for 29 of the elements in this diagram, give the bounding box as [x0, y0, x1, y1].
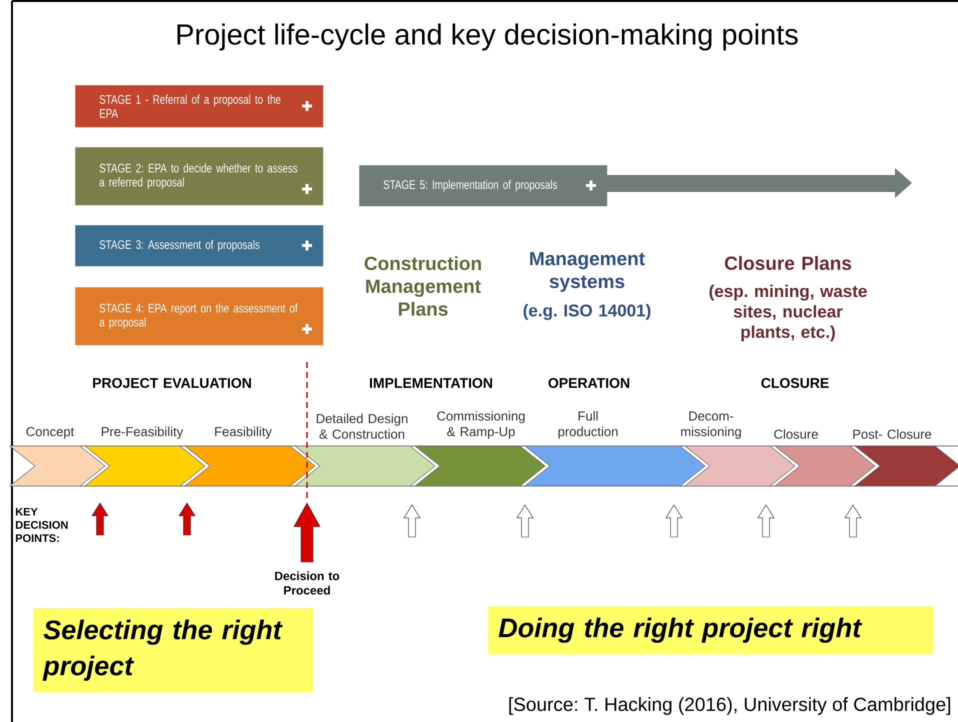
stage-label: Decom- missioning: [681, 412, 741, 439]
stage-label: Closure: [774, 429, 818, 439]
stage-box: STAGE 3: Assessment of proposals: [75, 225, 324, 266]
stage-label: Feasibility: [215, 426, 272, 439]
stage-box: STAGE 1 - Referral of a proposal to the EPA: [75, 85, 324, 128]
heading: Construction Management Plans: [364, 256, 481, 316]
stage-label: Pre-Feasibility: [102, 426, 184, 439]
heading: Management systems: [530, 252, 645, 292]
heading: Closure Plans: [724, 256, 852, 270]
stage-label: Full production: [558, 411, 618, 439]
phase-heading: OPERATION: [548, 378, 630, 388]
source-note: [Source: T. Hacking (2016), University of Cambridge]: [509, 697, 950, 715]
stage-label: Concept: [26, 427, 74, 439]
highlight-box: Doing the right project right: [488, 606, 934, 654]
stage-label: Post- Closure: [853, 429, 932, 439]
annotation: Decision to Proceed: [275, 571, 340, 595]
note: (e.g. ISO 14001): [524, 304, 650, 320]
phase-heading: PROJECT EVALUATION: [93, 378, 251, 388]
note: (esp. mining, waste sites, nuclear plants, etc.): [710, 284, 867, 342]
title: Project life-cycle and key decision-making points: [178, 23, 798, 51]
stage-box: STAGE 5: Implementation of proposals: [359, 165, 912, 206]
phase-heading: CLOSURE: [761, 378, 829, 388]
phase-heading: IMPLEMENTATION: [370, 378, 492, 388]
stage-box: STAGE 2: EPA to decide whether to assess a referred proposal: [75, 147, 324, 206]
stage-box: STAGE 4: EPA report on the assessment of a proposal: [75, 287, 324, 346]
stage-label: Detailed Design & Construction: [316, 414, 408, 439]
side-label: KEY DECISION POINTS:: [16, 508, 68, 542]
highlight-box: Selecting the right project: [33, 608, 314, 692]
stage-label: Commissioning & Ramp-Up: [437, 411, 525, 439]
